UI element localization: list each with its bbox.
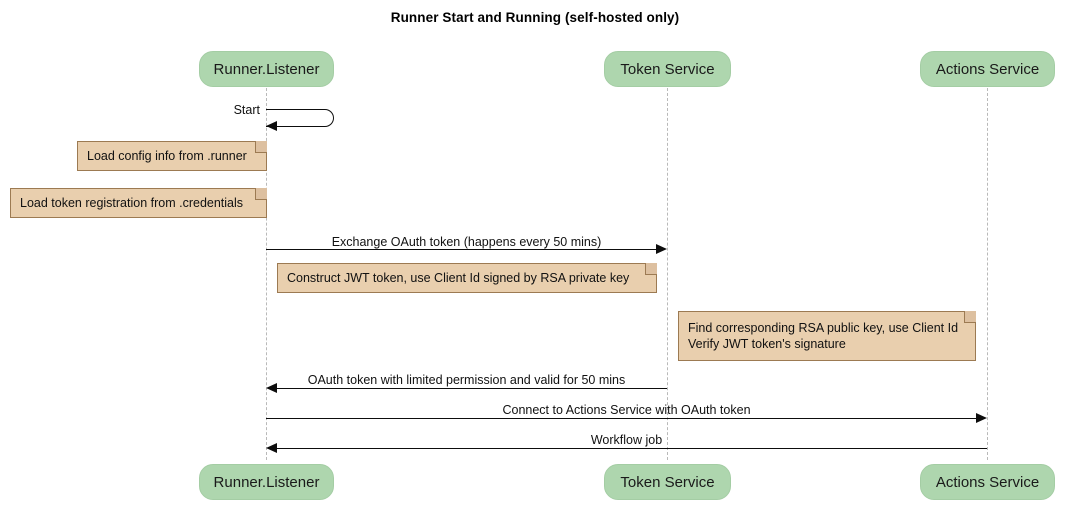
participant-label: Runner.Listener — [213, 60, 320, 78]
note-fold-icon — [255, 188, 267, 200]
participant-runner-listener-bottom[interactable]: Runner.Listener — [199, 464, 334, 500]
message-label-workflow-job: Workflow job — [590, 433, 663, 447]
arrowhead-start — [266, 121, 277, 131]
participant-runner-listener-top[interactable]: Runner.Listener — [199, 51, 334, 87]
note-fold-icon — [964, 311, 976, 323]
message-label-start: Start — [233, 103, 260, 117]
participant-actions-service-top[interactable]: Actions Service — [920, 51, 1055, 87]
message-label-oauth-return: OAuth token with limited permission and … — [307, 373, 626, 387]
participant-actions-service-bottom[interactable]: Actions Service — [920, 464, 1055, 500]
participant-label: Token Service — [620, 473, 715, 491]
participant-label: Runner.Listener — [213, 473, 320, 491]
note-line: Load config info from .runner — [87, 149, 247, 163]
note-line: Find corresponding RSA public key, use C… — [688, 321, 959, 335]
message-label-connect-actions: Connect to Actions Service with OAuth to… — [502, 403, 751, 417]
note-fold-icon — [645, 263, 657, 275]
message-line-connect-actions — [266, 418, 976, 419]
participant-token-service-bottom[interactable]: Token Service — [604, 464, 731, 500]
participant-token-service-top[interactable]: Token Service — [604, 51, 731, 87]
note-line: Load token registration from .credential… — [20, 196, 244, 210]
note-construct-jwt: Construct JWT token, use Client Id signe… — [277, 263, 657, 293]
note-load-config: Load config info from .runner — [77, 141, 267, 171]
note-load-token-registration: Load token registration from .credential… — [10, 188, 267, 218]
message-line-exchange-oauth — [266, 249, 656, 250]
arrowhead-workflow-job — [266, 443, 277, 453]
participant-label: Actions Service — [935, 473, 1040, 491]
arrowhead-oauth-return — [266, 383, 277, 393]
note-line: Construct JWT token, use Client Id signe… — [287, 271, 630, 285]
lifeline-token-service — [667, 88, 668, 460]
message-label-exchange-oauth: Exchange OAuth token (happens every 50 m… — [331, 235, 602, 249]
participant-label: Actions Service — [935, 60, 1040, 78]
note-verify-jwt: Find corresponding RSA public key, use C… — [678, 311, 976, 361]
arrowhead-exchange-oauth — [656, 244, 667, 254]
message-line-oauth-return — [277, 388, 667, 389]
message-line-workflow-job — [277, 448, 987, 449]
note-fold-icon — [255, 141, 267, 153]
lifeline-runner-listener — [266, 88, 267, 460]
participant-label: Token Service — [620, 60, 715, 78]
lifeline-actions-service — [987, 88, 988, 460]
message-selfloop-start — [266, 109, 334, 127]
arrowhead-connect-actions — [976, 413, 987, 423]
page-title: Runner Start and Running (self-hosted on… — [390, 10, 680, 25]
note-line: Verify JWT token's signature — [688, 337, 846, 351]
